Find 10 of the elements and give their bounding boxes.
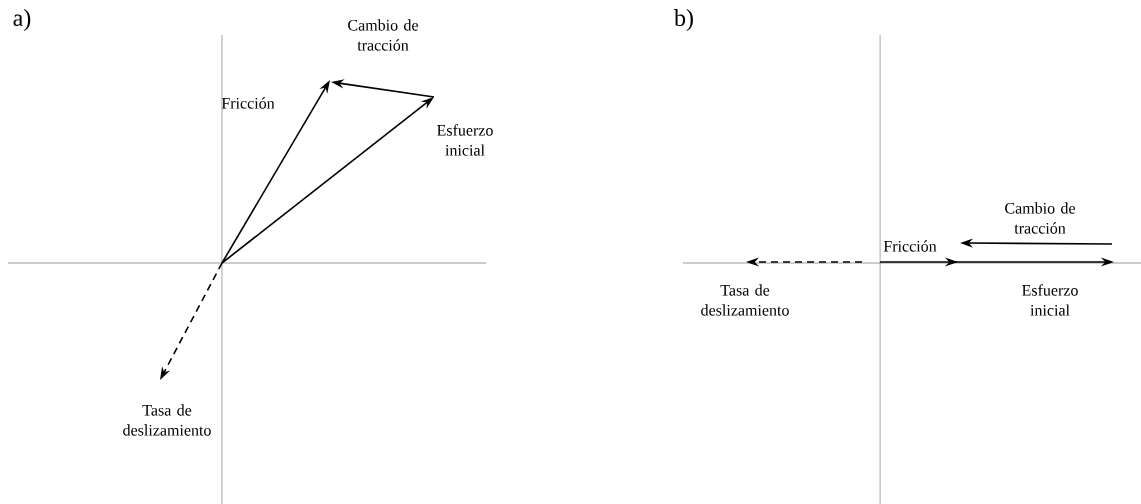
vector-label: Cambio de tracción — [1005, 202, 1075, 234]
vector-label: Tasa de deslizamiento — [701, 284, 789, 316]
vector-label: Esfuerzo inicial — [437, 124, 493, 156]
vector-label: Cambio de tracción — [348, 19, 418, 51]
panel-label: b) — [674, 9, 693, 31]
vector-label: Fricción — [883, 240, 937, 252]
vector-label: Fricción — [221, 97, 275, 109]
vector-label: Esfuerzo inicial — [1022, 284, 1078, 316]
panel-label: a) — [13, 9, 31, 31]
vector-label: Tasa de deslizamiento — [123, 404, 211, 436]
